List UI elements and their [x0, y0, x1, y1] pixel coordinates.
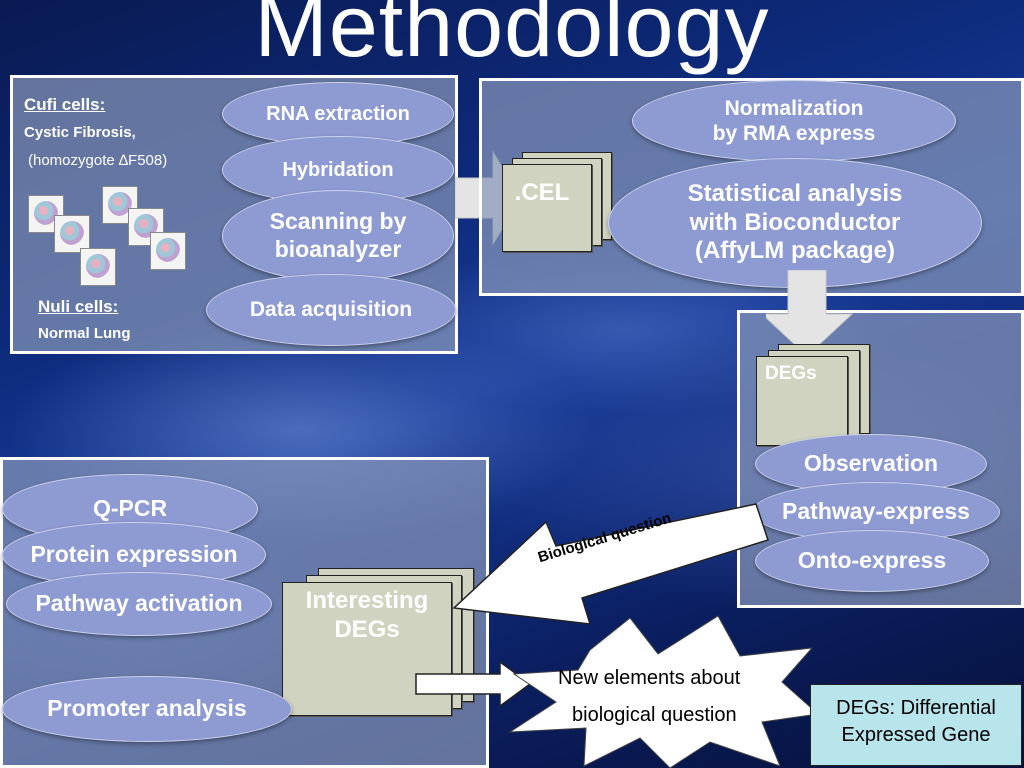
biological-question-arrow [452, 503, 769, 625]
statistical-label-line1: Statistical analysis [687, 179, 903, 207]
normalization-label-line2: by RMA express [712, 122, 876, 145]
interesting-degs-line1: Interesting [305, 587, 429, 614]
hybridation-oval: Hybridation [222, 136, 454, 204]
observation-label: Observation [803, 450, 939, 477]
cel-label: .CEL [514, 179, 570, 206]
statistical-analysis-oval: Statistical analysis with Bioconductor (… [608, 158, 982, 288]
nuli-description: Normal Lung [38, 325, 131, 342]
promoter-analysis-oval: Promoter analysis [2, 676, 292, 742]
promoter-analysis-label: Promoter analysis [47, 695, 247, 722]
cell-image [54, 215, 90, 253]
onto-express-label: Onto-express [797, 547, 947, 574]
nuli-heading: Nuli cells: [38, 297, 119, 316]
normalization-label-line1: Normalization [724, 96, 864, 120]
interesting-degs-line2: DEGs [334, 615, 400, 643]
pathway-activation-oval: Pathway activation [6, 572, 272, 636]
cell-image [28, 195, 64, 233]
scanning-label-line1: Scanning by [269, 208, 407, 235]
pathway-activation-label: Pathway activation [35, 590, 243, 617]
legend-box: DEGs: Differential Expressed Gene [810, 684, 1022, 766]
burst-text-line2: biological question [572, 704, 737, 726]
flow-arrow-down [766, 270, 854, 357]
scanning-oval: Scanning by bioanalyzer [222, 190, 454, 282]
flow-arrow-small-right [415, 660, 532, 708]
statistical-label-line2: with Bioconductor [689, 208, 901, 236]
scanning-label-line2: bioanalyzer [274, 236, 402, 262]
legend-line2: Expressed Gene [841, 724, 991, 746]
data-acquisition-oval: Data acquisition [206, 274, 456, 346]
hybridation-label: Hybridation [282, 159, 394, 181]
qpcr-label: Q-PCR [92, 495, 168, 522]
page-title: Methodology [254, 0, 770, 75]
new-elements-burst [508, 615, 820, 768]
burst-text-line1: New elements about [558, 667, 741, 689]
legend-line1: DEGs: Differential [836, 697, 996, 719]
data-acquisition-label: Data acquisition [249, 298, 413, 322]
cufi-description: Cystic Fibrosis, [24, 124, 136, 141]
cufi-heading: Cufi cells: [24, 95, 106, 114]
pathway-express-label: Pathway-express [782, 498, 970, 525]
pathway-express-oval: Pathway-express [752, 482, 1000, 542]
degs-file-icon: DEGs [756, 356, 848, 446]
normalization-oval: Normalization by RMA express [632, 80, 956, 162]
statistical-label-line3: (AffyLM package) [694, 237, 896, 265]
protein-expression-label: Protein expression [30, 541, 238, 568]
cell-image [150, 232, 186, 270]
onto-express-oval: Onto-express [755, 530, 989, 592]
degs-label: DEGs [765, 363, 817, 384]
rna-extraction-label: RNA extraction [266, 103, 410, 125]
cufi-genotype: (homozygote ∆F508) [28, 152, 168, 169]
cel-file-icon: .CEL [502, 164, 592, 252]
cell-image [80, 248, 116, 286]
